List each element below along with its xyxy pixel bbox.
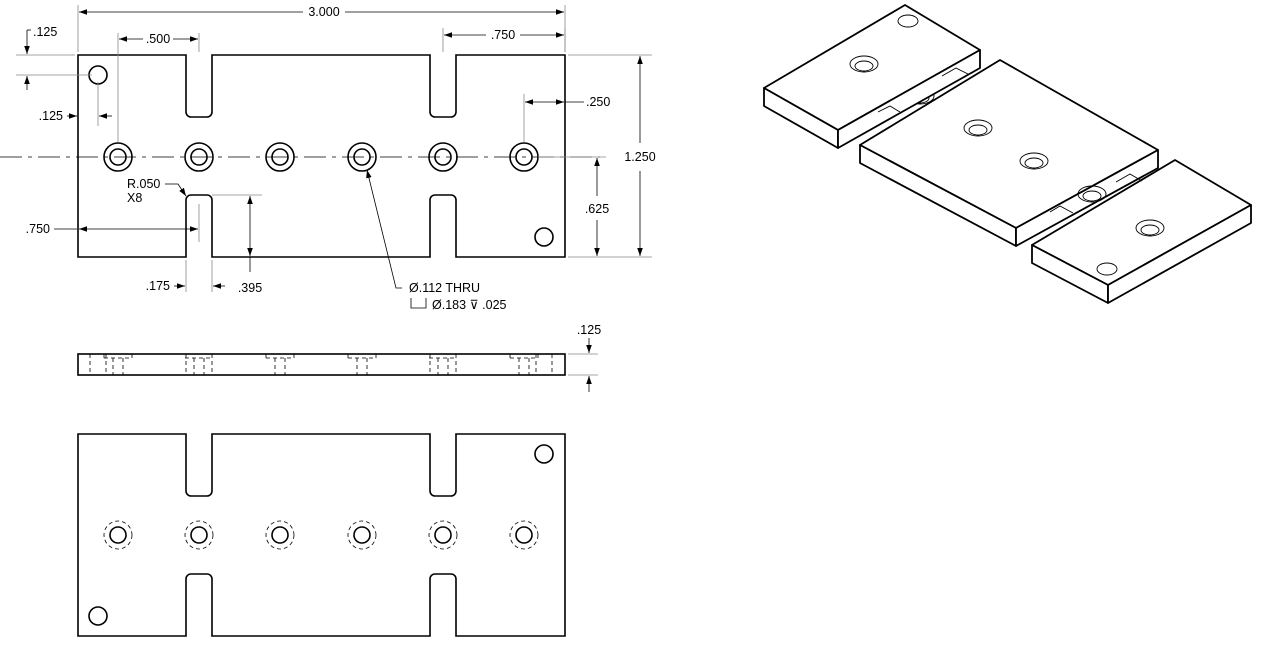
counterbore-hole: [428, 142, 458, 172]
dim-label: .125: [577, 323, 601, 337]
dim-end-hole-offset: .250: [523, 94, 610, 142]
dim-corner-hole-left: .125: [39, 82, 112, 126]
dim-label: 1.250: [624, 150, 655, 164]
top-view-outline: [77, 54, 566, 258]
counterbore-holes: [103, 142, 539, 172]
thru-hole: [434, 148, 452, 166]
dim-label: R.050: [127, 177, 160, 191]
dim-label: .750: [491, 28, 515, 42]
hidden-counterbores: [103, 520, 539, 550]
dim-label: .125: [39, 109, 63, 123]
dim-label: .250: [586, 95, 610, 109]
dim-label: .750: [26, 222, 50, 236]
dim-slot-depth: .395: [212, 194, 262, 295]
iso-segment-left: [763, 4, 981, 149]
counterbore-symbol: [410, 298, 427, 309]
counterbore-hole: [265, 142, 295, 172]
iso-segment-right: [1031, 159, 1252, 304]
dim-thickness: .125: [568, 323, 601, 392]
dim-slot-offset: .750: [442, 28, 566, 52]
dim-label: X8: [127, 191, 142, 205]
dim-slot-width: .175: [146, 260, 225, 293]
side-view: .125: [77, 323, 601, 392]
isometric-view: [763, 4, 1252, 304]
bottom-view-outline: [77, 433, 566, 637]
dim-half-height: .625: [538, 156, 609, 256]
dim-label: .500: [146, 32, 170, 46]
dim-label: .395: [238, 281, 262, 295]
counterbore-hole: [347, 142, 377, 172]
counterbore-hole: [103, 142, 133, 172]
dim-slot-x: .750: [26, 204, 200, 242]
thru-hole: [190, 148, 208, 166]
hole-callout: Ø.112 THRU Ø.183 ⊽ .025: [366, 169, 507, 312]
thru-hole: [515, 148, 533, 166]
thru-hole: [353, 148, 371, 166]
dim-label: 3.000: [308, 5, 339, 19]
counterbore-hole: [184, 142, 214, 172]
bottom-view: [77, 433, 566, 637]
counterbore-sections: [103, 354, 539, 375]
side-view-outline: [77, 353, 566, 376]
top-view: 3.000 .500 .750 .125: [0, 5, 656, 312]
thru-hole: [109, 148, 127, 166]
dim-label: .125: [33, 25, 57, 39]
corner-hole: [88, 606, 108, 626]
dim-overall-width: 3.000: [77, 5, 566, 52]
dim-corner-hole-top: .125: [16, 25, 92, 90]
hole-note-line2: Ø.183 ⊽ .025: [432, 298, 507, 312]
hole-note-line1: Ø.112 THRU: [409, 281, 480, 295]
corner-hole: [534, 227, 554, 247]
iso-segment-middle: [859, 59, 1159, 247]
corner-hole: [534, 444, 554, 464]
dim-hole-spacing: .500: [117, 32, 200, 142]
dim-label: .625: [585, 202, 609, 216]
thru-hole: [271, 148, 289, 166]
dim-fillet-radius: R.050 X8: [127, 177, 187, 205]
dim-overall-height: 1.250: [568, 54, 656, 258]
dim-label: .175: [146, 279, 170, 293]
